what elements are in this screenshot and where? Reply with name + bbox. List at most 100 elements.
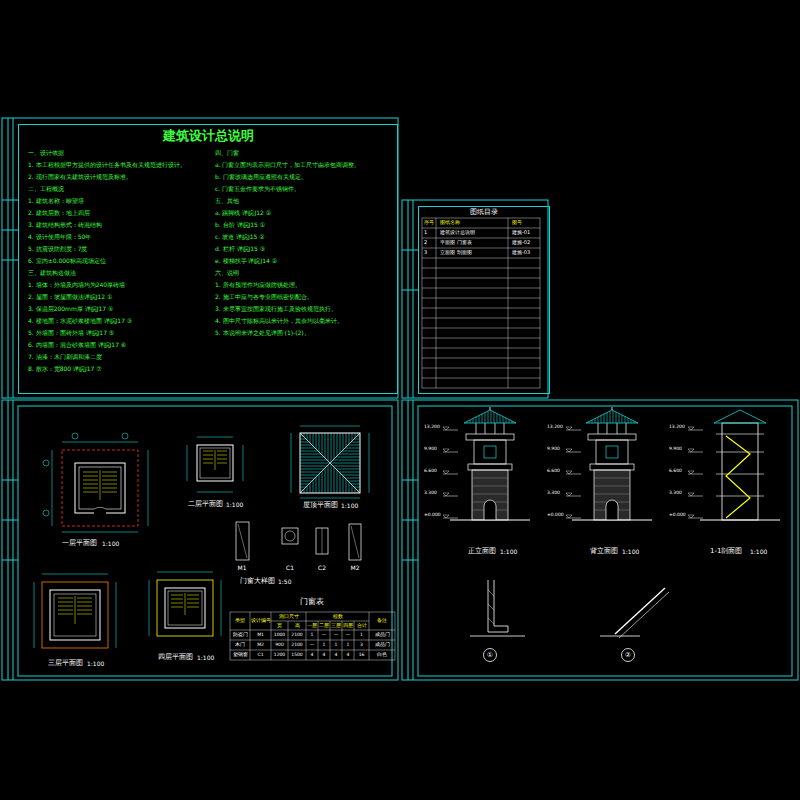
schedule-header: 四层 [343,623,353,628]
schedule-cell: 1 [335,643,338,648]
third-floor-plan-part-part [58,598,73,599]
note-line: 1. 建筑名称：瞭望塔 [28,198,84,204]
index-table-grid-part [422,298,540,299]
elevations-part-part [688,427,703,430]
level-mark: 9.900 [669,447,682,452]
ground-floor-plan-part [75,463,125,513]
elevations-part-part [688,493,703,496]
third-floor-plan-part-part [77,614,92,615]
roof-plan [291,426,369,498]
sheet-heading: 建筑设计总说明 [19,125,397,143]
elevations [443,407,780,520]
third-floor-plan-part-part [34,582,35,648]
roof-plan-part [330,433,360,493]
schedule-header: 三层 [331,623,341,628]
fourth-floor-plan [149,572,221,636]
ground-floor-plan-part-part [72,433,78,439]
sheet-frame-part [408,400,409,680]
sheet-frame-part [402,520,418,521]
note-line: 6. 内墙面：混合砂浆墙面 详皖J17 ⑥ [28,342,126,348]
schedule-cell: 塑钢窗 [233,653,248,658]
schedule-cell: 16 [359,653,365,658]
index-table-grid-part [422,378,540,379]
level-mark: 3.300 [547,491,560,496]
schedule-header: 高 [295,623,300,628]
elevations-part-part [688,515,703,518]
schedule-cell: 1 [347,643,350,648]
note-line: 4. 设计使用年限：50年 [28,234,91,240]
schedule-header: 一层 [307,623,317,628]
construction-details [470,580,669,662]
index-table-grid-part [508,218,509,388]
note-line: a. 门窗立面均表示洞口尺寸，加工尺寸由承包商调整。 [215,162,361,168]
ground-floor-plan-part-part [102,472,117,473]
ground-floor-plan-part [83,470,117,500]
second-floor-plan-part-part [203,455,213,456]
ground-floor-plan-part-part [62,442,138,443]
ground-floor-plan-part-part [83,476,98,477]
second-floor-plan-part-part [217,451,227,452]
note-line: b. 门窗玻璃选用应遵照有关规定。 [215,174,307,180]
schedule-cell: 900 [275,643,284,648]
schedule-cell: 4 [323,653,326,658]
index-table-cell: 立面图 剖面图 [440,250,472,255]
construction-details-part [484,649,497,662]
schedule-cell: 防盗门 [233,633,248,638]
ground-floor-plan-part-part [122,433,128,439]
third-floor-plan-part-part [77,606,92,607]
note-line: b. 台阶 详皖J15 ① [215,222,265,228]
sheet-frame-part [8,400,9,680]
schedule-grid [230,612,395,660]
scale-text: 1:100 [102,541,119,547]
construction-details-part [488,580,508,632]
index-table-header: 图纸名称 [440,220,460,225]
construction-details-part [488,618,494,624]
scale-text: 1:50 [278,579,291,585]
schedule-cell: 4 [347,653,350,658]
third-floor-plan-part-part [77,602,92,603]
note-line: 5. 本说明未详之处见详图 (1)-(2)。 [215,330,310,336]
schedule-cell: 1 [360,633,363,638]
fourth-floor-plan-part-part [187,599,199,600]
elevations-part-part [716,434,764,496]
schedule-cell: — [346,633,351,638]
scale-text: 1:100 [750,549,767,555]
construction-details-part [622,649,635,662]
third-floor-plan-part-part [75,596,76,624]
note-line: 2. 现行国家有关建筑设计规范及标准。 [28,174,132,180]
second-floor-plan-part-part [217,463,227,464]
elevations-part-part [688,449,703,452]
third-floor-plan-part-part [116,582,117,648]
third-floor-plan-part-part [58,606,73,607]
ground-floor-plan-part-part [102,484,117,485]
third-floor-plan-part [50,590,100,640]
note-line: c. 门窗五金件要求为不锈钢件。 [215,186,300,192]
section-title: 1-1剖面图 [710,548,742,555]
scale-text: 1:100 [622,549,639,555]
schedule-cell: 2100 [291,633,302,638]
third-floor-plan-part-part [77,610,92,611]
schedule-cell: 1 [311,633,314,638]
schedule-grid-part [230,640,395,641]
note-line: 三、建筑构造做法 [28,270,76,276]
door-window-code: C1 [286,565,294,571]
door-window-details-part [236,522,249,560]
elevation-title: 正立面图 [468,548,496,555]
elevations-part-part [443,471,458,474]
elevations-part-part [443,493,458,496]
scale-text: 1:100 [226,502,243,508]
sheet-frame-part [2,520,18,521]
schedule-header: 樘数 [333,614,343,619]
note-line: 3. 保温层200mm厚 详皖J17 ④ [28,306,113,312]
third-floor-plan-part-part [42,574,108,575]
index-table-grid-part [422,288,540,289]
schedule-header: 类型 [235,619,245,624]
note-line: 2. 施工中应与各专业图纸密切配合。 [215,294,313,300]
ground-floor-plan [43,433,148,532]
note-line: 一、设计依据 [28,150,64,156]
second-floor-plan-part [187,437,243,492]
elevations-part-part [566,427,581,430]
index-table-cell: 建施-02 [512,240,530,245]
level-mark: ±0.000 [669,513,686,518]
